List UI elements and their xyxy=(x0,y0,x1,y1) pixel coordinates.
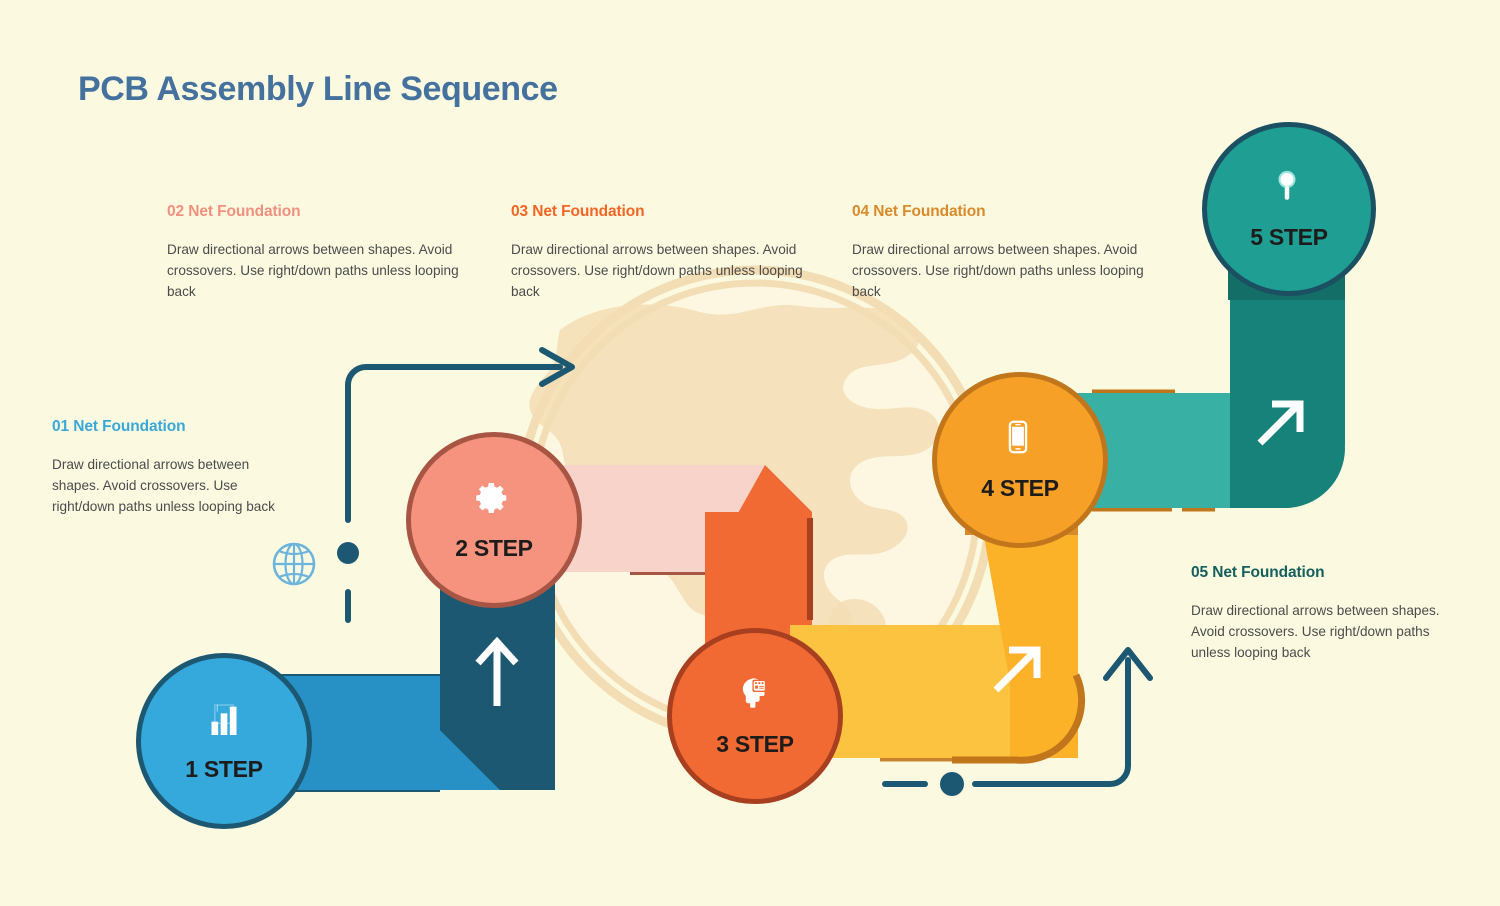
ribbon-arrow-diag-4 xyxy=(1257,400,1304,446)
step-circle-4[interactable]: 4 STEP xyxy=(932,372,1108,548)
step-circle-5[interactable]: 5 STEP xyxy=(1202,122,1376,296)
step-label-4: 4 STEP xyxy=(981,474,1059,501)
text-block-05-heading: 05 Net Foundation xyxy=(1191,564,1325,581)
text-block-05-body: Draw directional arrows between shapes. … xyxy=(1191,603,1440,660)
smartphone-icon xyxy=(1000,419,1040,459)
text-block-01-body: Draw directional arrows between shapes. … xyxy=(52,457,275,514)
start-connector-arrow xyxy=(337,347,575,623)
text-block-04-body: Draw directional arrows between shapes. … xyxy=(852,242,1144,299)
step-circle-1[interactable]: 1 STEP xyxy=(136,653,312,829)
text-block-04-heading: 04 Net Foundation xyxy=(852,203,986,220)
page-title: PCB Assembly Line Sequence xyxy=(78,70,558,108)
head-circuit-icon xyxy=(735,675,775,715)
step-label-1: 1 STEP xyxy=(185,755,263,782)
text-block-02-body: Draw directional arrows between shapes. … xyxy=(167,242,459,299)
text-block-01: 01 Net Foundation Draw directional arrow… xyxy=(52,418,287,517)
text-block-03-body: Draw directional arrows between shapes. … xyxy=(511,242,803,299)
text-block-04: 04 Net Foundation Draw directional arrow… xyxy=(852,203,1172,302)
magnifier-icon xyxy=(1269,168,1309,208)
text-block-01-heading: 01 Net Foundation xyxy=(52,418,186,435)
ribbon-arrow-diag-3 xyxy=(993,646,1041,693)
ribbon-arrow-up-1 xyxy=(475,636,519,706)
text-block-03: 03 Net Foundation Draw directional arrow… xyxy=(511,203,831,302)
bar-chart-icon xyxy=(204,700,244,740)
step-label-3: 3 STEP xyxy=(716,730,794,757)
step-label-5: 5 STEP xyxy=(1250,223,1328,250)
text-block-05: 05 Net Foundation Draw directional arrow… xyxy=(1191,564,1456,663)
text-block-02-heading: 02 Net Foundation xyxy=(167,203,301,220)
text-block-03-heading: 03 Net Foundation xyxy=(511,203,645,220)
step-label-2: 2 STEP xyxy=(455,534,533,561)
text-block-02: 02 Net Foundation Draw directional arrow… xyxy=(167,203,487,302)
gear-icon xyxy=(474,479,514,519)
step-circle-3[interactable]: 3 STEP xyxy=(667,628,843,804)
step-circle-2[interactable]: 2 STEP xyxy=(406,432,582,608)
globe-icon xyxy=(272,542,316,586)
end-connector-arrow xyxy=(882,647,1153,796)
